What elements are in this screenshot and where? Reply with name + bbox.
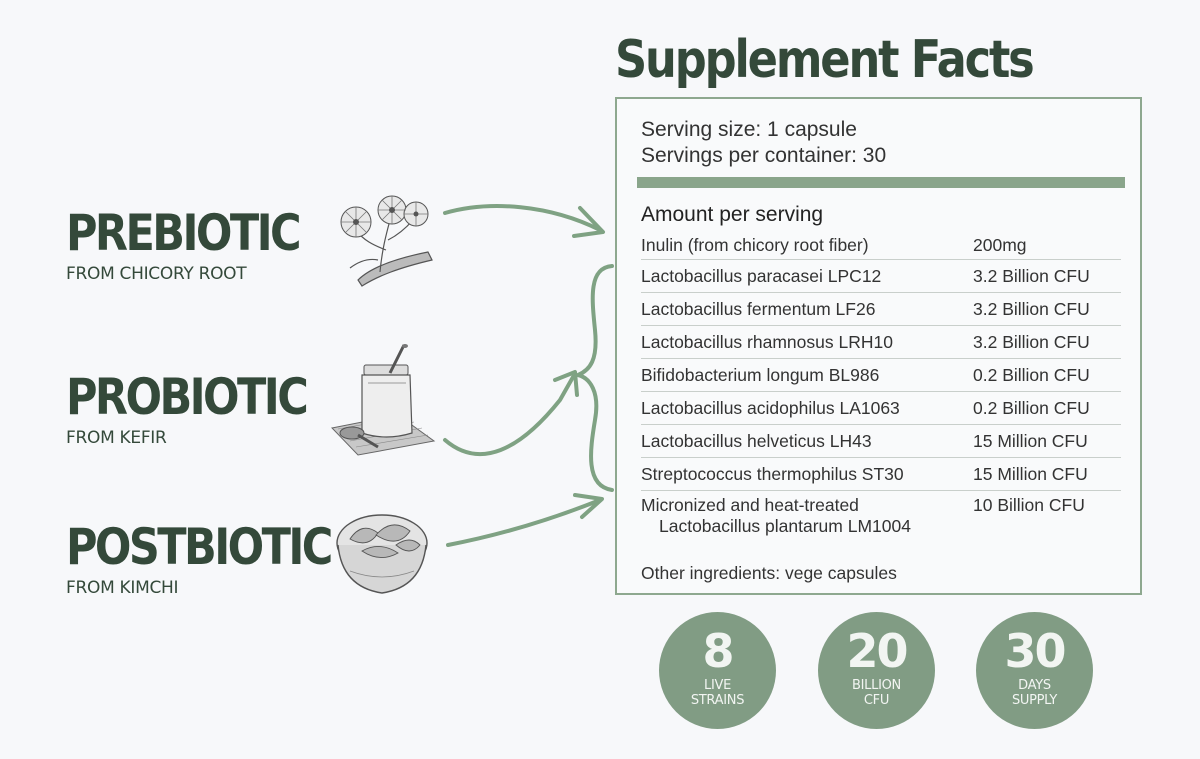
postbiotic-title: POSTBIOTIC [66, 518, 333, 576]
badge-label-line2: SUPPLY [1011, 693, 1058, 708]
ingredient-amount: 15 Million CFU [973, 463, 1088, 484]
ingredient-name-line2: Lactobacillus plantarum LM1004 [659, 516, 911, 536]
ingredient-amount: 3.2 Billion CFU [973, 265, 1090, 286]
divider-bar [637, 177, 1125, 188]
badge-label-line1: DAYS [1018, 678, 1051, 693]
ingredient-name: Lactobacillus rhamnosus LRH10 [641, 331, 893, 352]
table-row: Micronized and heat-treated Lactobacillu… [641, 490, 1121, 542]
probiotic-label: PROBIOTIC FROM KEFIR [66, 372, 345, 448]
badge-label: BILLION CFU [818, 678, 935, 708]
ingredient-name: Lactobacillus helveticus LH43 [641, 430, 872, 451]
other-ingredients: Other ingredients: vege capsules [641, 563, 897, 583]
prebiotic-arrow [443, 204, 602, 232]
ingredient-name: Bifidobacterium longum BL986 [641, 364, 880, 385]
prebiotic-title: PREBIOTIC [66, 204, 302, 262]
brace [576, 264, 614, 492]
serving-info: Serving size: 1 capsule Servings per con… [641, 117, 886, 169]
ingredient-name: Lactobacillus paracasei LPC12 [641, 265, 882, 286]
supplement-facts-panel: Serving size: 1 capsule Servings per con… [615, 97, 1142, 595]
prebiotic-label: PREBIOTIC FROM CHICORY ROOT [66, 208, 337, 284]
badge-number: 20 [846, 624, 908, 678]
facts-title: Supplement Facts [615, 30, 1035, 90]
ingredient-amount: 0.2 Billion CFU [973, 397, 1090, 418]
kimchi-bowl-illustration [336, 514, 428, 594]
table-row: Lactobacillus rhamnosus LRH10 3.2 Billion… [641, 325, 1121, 358]
table-row: Lactobacillus acidophilus LA1063 0.2 Bill… [641, 391, 1121, 424]
kefir-jar-illustration [331, 344, 436, 456]
ingredient-amount: 0.2 Billion CFU [973, 364, 1090, 385]
postbiotic-arrow [446, 498, 602, 547]
ingredient-name: Lactobacillus fermentum LF26 [641, 298, 876, 319]
amount-header: Amount per serving [641, 203, 824, 226]
badge-live-strains: 8 LIVE STRAINS [659, 612, 776, 729]
postbiotic-source: FROM KIMCHI [66, 578, 179, 598]
badge-number: 30 [1004, 624, 1066, 678]
ingredient-amount: 200mg [973, 234, 1027, 255]
ingredient-name: Lactobacillus acidophilus LA1063 [641, 397, 900, 418]
ingredient-amount: 3.2 Billion CFU [973, 331, 1090, 352]
ingredient-amount: 3.2 Billion CFU [973, 298, 1090, 319]
badge-label-line1: BILLION [852, 678, 901, 693]
ingredient-amount: 10 Billion CFU [973, 495, 1085, 515]
probiotic-source: FROM KEFIR [66, 428, 167, 448]
badge-label-line1: LIVE [704, 678, 731, 693]
badge-days-supply: 30 DAYS SUPPLY [976, 612, 1093, 729]
serving-size: Serving size: 1 capsule [641, 118, 857, 141]
table-row: Lactobacillus fermentum LF26 3.2 Billion … [641, 292, 1121, 325]
badge-label-line2: STRAINS [690, 693, 745, 708]
badge-label: LIVE STRAINS [659, 678, 776, 708]
badge-label: DAYS SUPPLY [976, 678, 1093, 708]
chicory-flower-illustration [340, 195, 433, 287]
ingredient-name: Streptococcus thermophilus ST30 [641, 463, 904, 484]
ingredient-name-line1: Micronized and heat-treated [641, 495, 859, 515]
table-row: Streptococcus thermophilus ST30 15 Millio… [641, 457, 1121, 490]
badge-number: 8 [702, 624, 734, 678]
badge-label-line2: CFU [863, 693, 890, 708]
table-row: Inulin (from chicory root fiber) 200mg [641, 231, 1121, 259]
ingredient-amount: 15 Million CFU [973, 430, 1088, 451]
ingredient-table: Inulin (from chicory root fiber) 200mg La… [641, 231, 1121, 542]
table-row: Lactobacillus helveticus LH43 15 Million … [641, 424, 1121, 457]
servings-per-container: Servings per container: 30 [641, 144, 887, 167]
probiotic-title: PROBIOTIC [66, 368, 309, 426]
table-row: Bifidobacterium longum BL986 0.2 Billion … [641, 358, 1121, 391]
table-row: Lactobacillus paracasei LPC12 3.2 Billion… [641, 259, 1121, 292]
prebiotic-source: FROM CHICORY ROOT [66, 264, 247, 284]
ingredient-name: Inulin (from chicory root fiber) [641, 234, 869, 255]
probiotic-arrow [443, 375, 575, 457]
badge-billion-cfu: 20 BILLION CFU [818, 612, 935, 729]
ingredient-name: Micronized and heat-treated Lactobacillu… [641, 495, 973, 537]
postbiotic-label: POSTBIOTIC FROM KIMCHI [66, 522, 374, 598]
